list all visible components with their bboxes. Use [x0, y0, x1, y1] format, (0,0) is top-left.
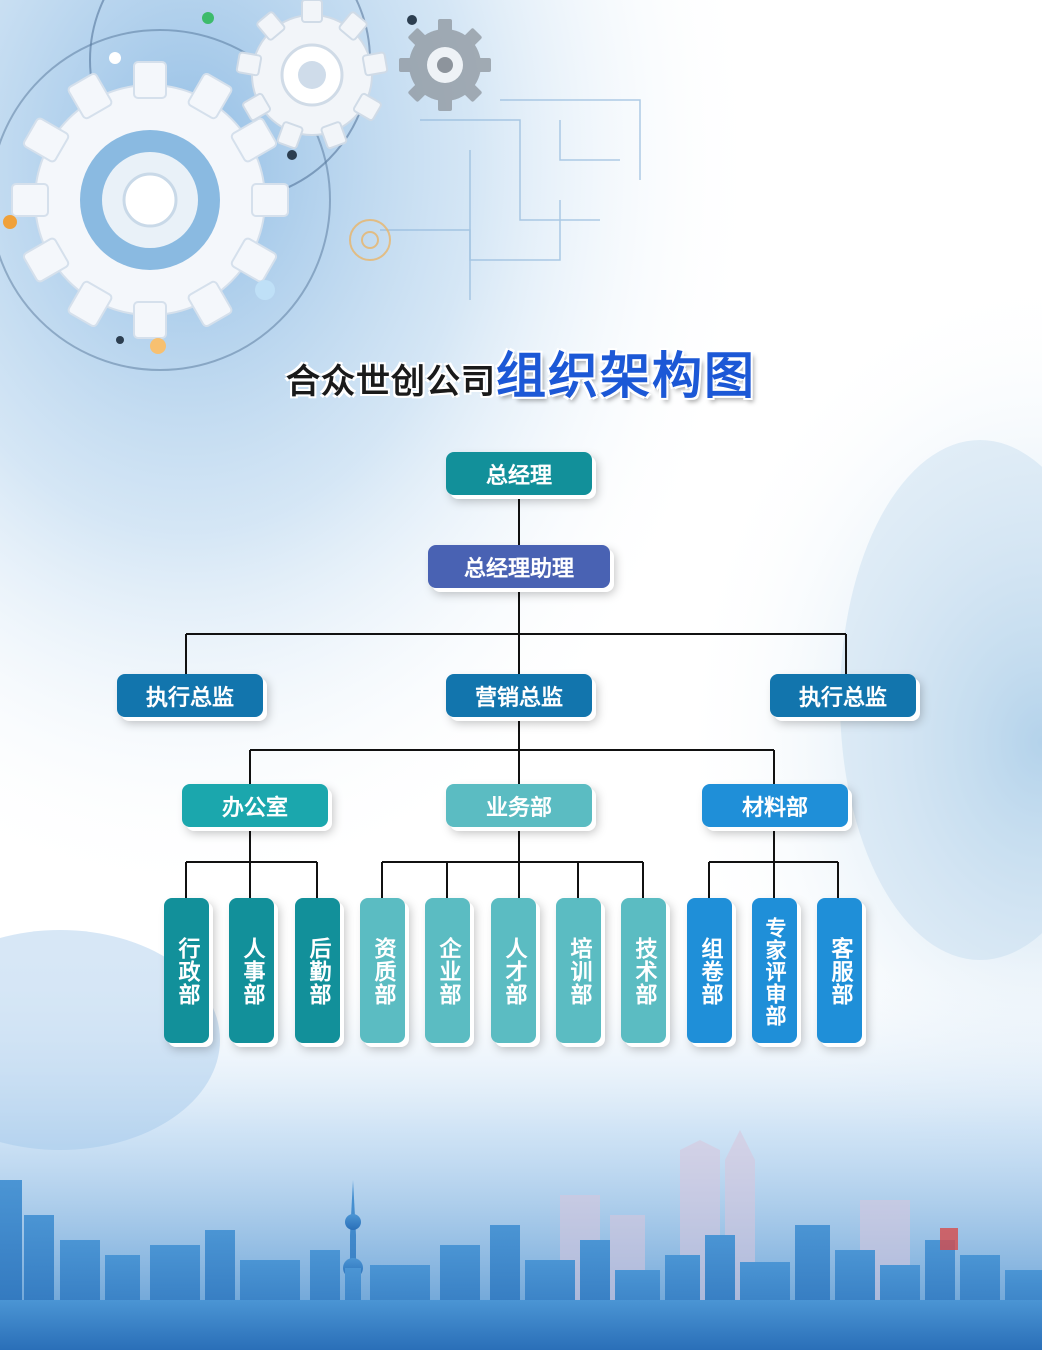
node-unit-expert-review: 专家评审部 — [752, 898, 797, 1043]
node-unit-customer-service: 客服部 — [817, 898, 862, 1043]
page-title: 合众世创公司组织架构图 — [0, 336, 1042, 408]
node-unit-logistics: 后勤部 — [295, 898, 340, 1043]
gear-icon — [235, 0, 389, 150]
node-unit-admin: 行政部 — [164, 898, 209, 1043]
node-unit-volume-assembly: 组卷部 — [687, 898, 732, 1043]
company-name: 合众世创公司 — [286, 362, 496, 402]
gear-icon — [11, 61, 289, 339]
chart-title: 组织架构图 — [496, 347, 756, 405]
node-gm-assistant: 总经理助理 — [428, 545, 610, 588]
node-unit-enterprise: 企业部 — [425, 898, 470, 1043]
node-director-marketing: 营销总监 — [446, 674, 592, 717]
node-unit-hr: 人事部 — [229, 898, 274, 1043]
node-office: 办公室 — [182, 784, 328, 827]
node-general-manager: 总经理 — [446, 452, 592, 495]
node-director-right: 执行总监 — [770, 674, 916, 717]
node-director-left: 执行总监 — [117, 674, 263, 717]
node-unit-qualification: 资质部 — [360, 898, 405, 1043]
node-unit-training: 培训部 — [556, 898, 601, 1043]
node-business-dept: 业务部 — [446, 784, 592, 827]
node-unit-technology: 技术部 — [621, 898, 666, 1043]
node-unit-talent: 人才部 — [491, 898, 536, 1043]
node-materials-dept: 材料部 — [702, 784, 848, 827]
gear-icon — [399, 19, 491, 111]
